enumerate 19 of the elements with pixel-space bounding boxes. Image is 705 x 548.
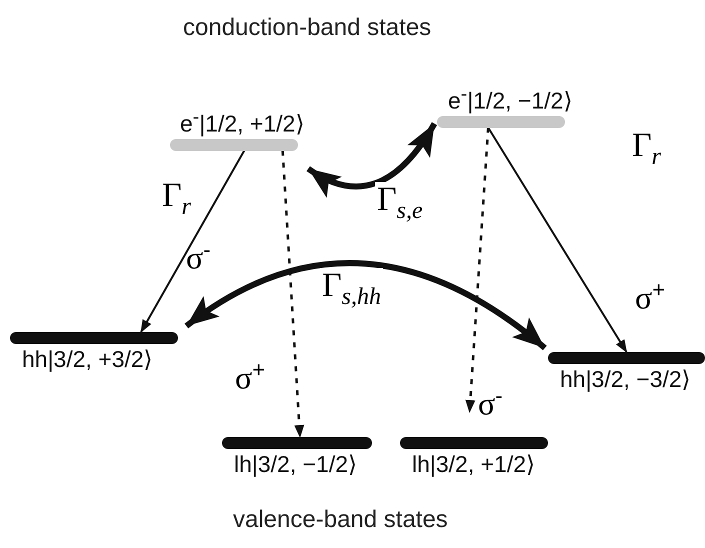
double-arrow (184, 260, 547, 350)
double-arrow (306, 122, 437, 197)
state-label: hh|3/2, −3/2⟩ (559, 365, 692, 394)
edge-label: σ$^{-}$ (478, 382, 503, 422)
state-label: lh|3/2, −1/2⟩ (233, 450, 358, 479)
state-label: e$^{-}$|1/2, +1/2⟩ (179, 106, 306, 139)
energy-level (548, 352, 705, 394)
heading-text: valence-band states (233, 506, 448, 534)
dotted-arrow (465, 128, 490, 413)
polarization-label: σ$^{+}$ (635, 276, 666, 316)
state-label: lh|3/2, +1/2⟩ (411, 450, 536, 479)
arrow (140, 150, 246, 333)
state-label: hh|3/2, +3/2⟩ (21, 345, 154, 374)
state-label: e$^{-}$|1/2, −1/2⟩ (447, 83, 574, 116)
polarization-label: σ$^{-}$ (186, 236, 211, 276)
heading-text: conduction-band states (183, 14, 432, 42)
dotted-arrow (281, 150, 304, 438)
edge-label: σ$^{+}$ (235, 356, 266, 396)
arrow (487, 127, 628, 353)
